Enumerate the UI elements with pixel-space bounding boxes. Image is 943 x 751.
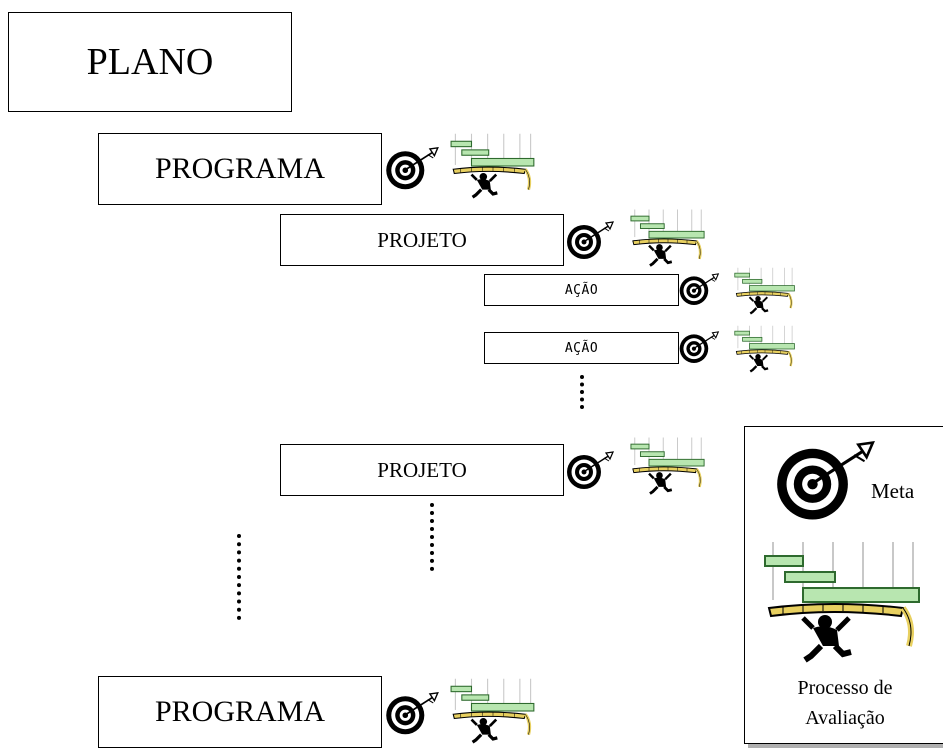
target-icon [384,688,440,738]
project-label: PROJETO [377,457,467,482]
evaluation-process-icon [630,436,706,496]
legend-box: Meta Processo de Avaliação [744,426,943,744]
program-label: PROGRAMA [154,695,326,728]
evaluation-process-icon [734,266,796,316]
action-label: AÇÃO [564,340,599,356]
target-icon [773,435,877,525]
program-label: PROGRAMA [154,152,326,185]
evaluation-process-icon [450,131,536,201]
continuation-dots [580,375,584,409]
plan-box: PLANO [8,12,292,112]
program-box: PROGRAMA [98,133,382,205]
action-box: AÇÃO [484,332,679,364]
project-label: PROJETO [377,227,467,252]
target-icon [565,448,615,492]
action-box: AÇÃO [484,274,679,306]
evaluation-process-icon [450,676,536,746]
project-box: PROJETO [280,214,564,266]
target-icon [565,218,615,262]
legend-meta-label: Meta [871,479,915,503]
legend-process-label: Processo de Avaliação [797,677,893,729]
evaluation-process-icon [734,324,796,374]
plan-label: PLANO [86,41,214,83]
target-icon [678,328,720,366]
evaluation-process-icon [630,208,706,268]
program-box: PROGRAMA [98,676,382,748]
continuation-dots [237,534,241,620]
project-box: PROJETO [280,444,564,496]
continuation-dots [430,503,434,571]
target-icon [384,143,440,193]
action-label: AÇÃO [564,282,599,298]
target-icon [678,270,720,308]
evaluation-process-icon [763,537,923,667]
